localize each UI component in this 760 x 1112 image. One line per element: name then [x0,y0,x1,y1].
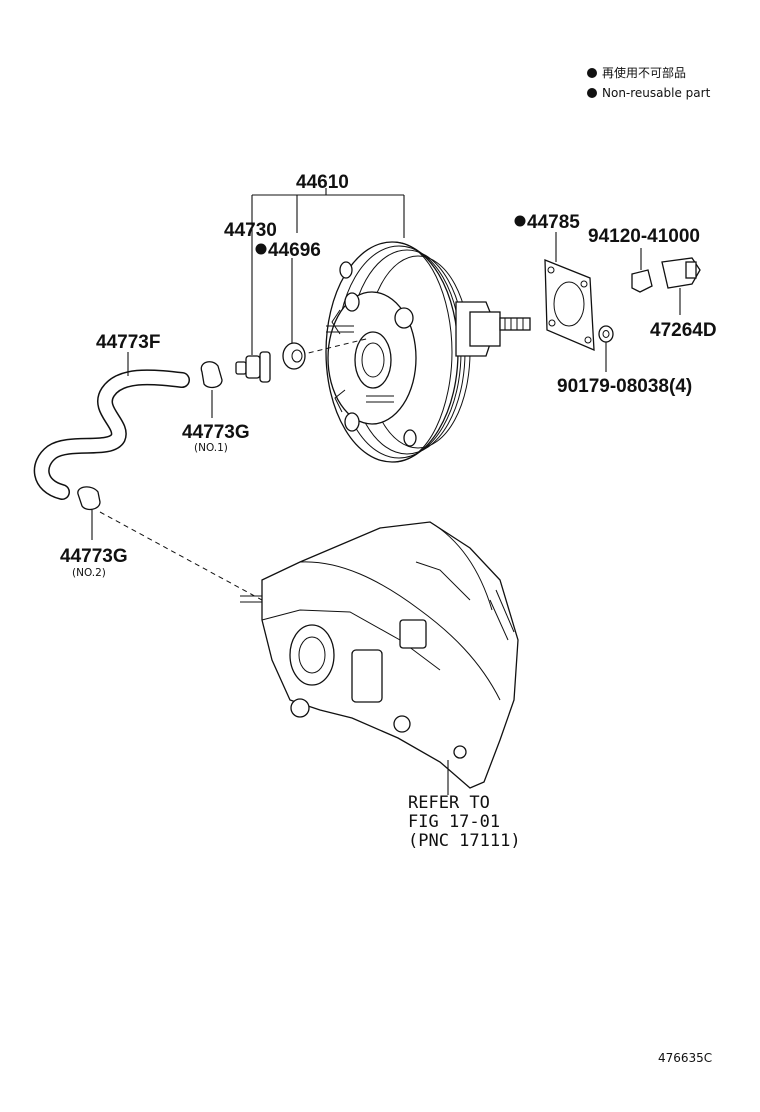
part-label-44773G-no1: 44773G [182,422,250,443]
nut-icon [631,248,653,293]
refer-line-1: REFER TO [408,793,490,813]
part-label-44610: 44610 [296,172,349,193]
hose-clamp-icon [200,361,223,418]
leader-44610 [251,188,405,355]
hose-clamp-icon [77,486,101,540]
legend-en: Non-reusable part [602,86,711,100]
non-reusable-marker-icon [587,68,597,78]
alignment-line [299,337,371,356]
legend: 再使用不可部品 Non-reusable part [587,65,711,100]
part-label-44730: 44730 [224,220,277,241]
part-label-94120-41000: 94120-41000 [588,226,700,247]
grommet-icon [282,342,306,370]
part-label-44696: 44696 [268,240,321,261]
non-reusable-marker-icon [587,88,597,98]
nut-icon [598,325,614,343]
part-label-44773G-no2: 44773G [60,546,128,567]
part-label-44785: 44785 [527,212,580,233]
part-label-90179-08038: 90179-08038(4) [557,376,692,397]
refer-line-2: FIG 17-01 [408,812,500,832]
alignment-line [99,511,263,601]
part-label-47264D: 47264D [650,320,717,341]
refer-line-3: (PNC 17111) [408,831,521,851]
bracket-icon [661,257,701,315]
vacuum-hose-icon [33,352,190,500]
brake-booster-icon [325,241,531,463]
check-valve-icon [235,351,271,383]
gasket-icon [544,259,595,352]
non-reusable-marker-icon [514,215,526,227]
figure-code: 476635C [658,1051,712,1065]
part-label-44773F: 44773F [96,332,160,353]
master-cylinder-housing-icon [240,521,519,795]
non-reusable-marker-icon [255,243,267,255]
part-note-no2: (NO.2) [72,567,106,579]
legend-jp: 再使用不可部品 [602,65,686,80]
part-note-no1: (NO.1) [194,442,228,454]
